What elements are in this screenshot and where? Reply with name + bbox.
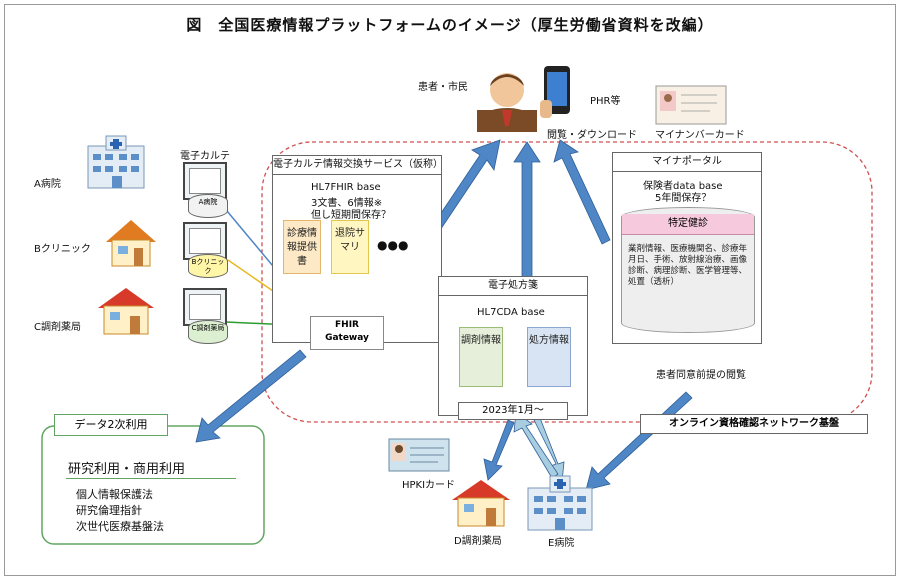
- specific-checkup-label: 特定健診: [622, 214, 754, 235]
- emr-service-box: 電子カルテ情報交換サービス（仮称） HL7FHIR base 3文書、6情報※ …: [272, 155, 443, 343]
- insurer-db-label: 保険者data base: [643, 181, 723, 192]
- arrow-portal-to-patient: [553, 139, 611, 245]
- patient-label: 患者・市民: [418, 82, 468, 93]
- fhir-base-label: HL7FHIR base: [311, 182, 381, 193]
- emr-service-header: 電子カルテ情報交換サービス（仮称）: [273, 156, 443, 175]
- platform-region: [261, 141, 873, 423]
- disk-c: C調剤薬局: [188, 320, 228, 344]
- disk-a: A病院: [188, 194, 228, 218]
- smartphone-icon: [540, 66, 570, 118]
- disk-b: Bクリニック: [188, 254, 228, 278]
- d-pharmacy-label: D調剤薬局: [454, 536, 502, 547]
- pharmacy-d-icon: [452, 480, 510, 527]
- eprescription-box: 電子処方箋 HL7CDA base 調剤情報 処方情報: [438, 276, 588, 416]
- fhir-gateway: FHIR Gateway: [310, 316, 384, 350]
- pharmacy-c-icon: [98, 288, 154, 335]
- secondary-use-divider: [66, 478, 236, 479]
- fhir-storage-label: 但し短期間保存？: [311, 210, 391, 221]
- figure-title: 図 全国医療情報プラットフォームのイメージ（厚生労働省資料を改編）: [186, 16, 714, 34]
- secondary-use-header: データ2次利用: [54, 414, 168, 436]
- arrow-portal-to-e-hospital: [585, 391, 693, 491]
- hpki-card-label: HPKIカード: [402, 480, 456, 491]
- cda-base-label: HL7CDA base: [477, 307, 545, 318]
- portal-details-text: 業剤情報、医療機関名、診療年月日、手術、放射線治療、画像診断、病理診断、医学管理…: [628, 244, 748, 287]
- view-download-label: 閲覧・ダウンロード: [547, 130, 637, 141]
- myna-portal-box: マイナポータル 保険者data base 5年間保存？ 特定健診 業剤情報、医療…: [612, 152, 762, 344]
- fhir-docs-label: 3文書、6情報※: [311, 198, 383, 209]
- consent-label-1: 患者同意前提の閲覧: [656, 370, 746, 381]
- secondary-use-subtitle: 研究利用・商用利用: [68, 462, 186, 477]
- figure-frame: [4, 4, 896, 576]
- emr-label: 電子カルテ: [180, 151, 230, 162]
- eprescription-date: 2023年1月～: [458, 402, 568, 420]
- network-label: オンライン資格確認ネットワーク基盤: [640, 414, 868, 434]
- doc-prescription-info: 処方情報: [527, 327, 571, 387]
- portal-database-cylinder: 特定健診 業剤情報、医療機関名、診療年月日、手術、放射線治療、画像診断、病理診断…: [621, 207, 755, 333]
- arrow-to-d-pharmacy: [483, 419, 515, 481]
- b-clinic-label: Bクリニック: [34, 244, 91, 255]
- hospital-e-icon: [527, 475, 593, 531]
- hpki-card-icon: [388, 438, 450, 472]
- arrow-eprescription-to-patient: [513, 141, 541, 285]
- retention-label: 5年間保存？: [655, 193, 712, 204]
- patient-icon: [477, 73, 537, 132]
- arrow-to-secondary-use: [195, 349, 307, 443]
- law-item-3: 次世代医療基盤法: [76, 520, 164, 533]
- eprescription-header: 電子処方箋: [439, 277, 587, 296]
- arrow-to-e-hospital: [533, 417, 565, 483]
- doc-dispensing-info: 調剤情報: [459, 327, 503, 387]
- fhir-gateway-label: FHIR Gateway: [325, 320, 369, 343]
- law-item-2: 研究倫理指針: [76, 504, 142, 517]
- doc-discharge-summary: 退院サマリ: [331, 220, 369, 274]
- myna-portal-header: マイナポータル: [613, 153, 761, 172]
- phr-label: PHR等: [590, 96, 621, 107]
- clinic-b-icon: [106, 220, 156, 267]
- c-pharmacy-label: C調剤薬局: [34, 322, 81, 333]
- hospital-a-icon: [87, 135, 145, 189]
- law-item-1: 個人情報保護法: [76, 488, 153, 501]
- a-hospital-label: A病院: [34, 179, 61, 190]
- doc-referral: 診療情報提供書: [283, 220, 321, 274]
- more-dots: ●●●: [377, 238, 409, 252]
- e-hospital-label: E病院: [548, 538, 575, 549]
- mynumber-card-icon: [655, 85, 727, 125]
- mynumber-card-label: マイナンバーカード: [655, 130, 745, 141]
